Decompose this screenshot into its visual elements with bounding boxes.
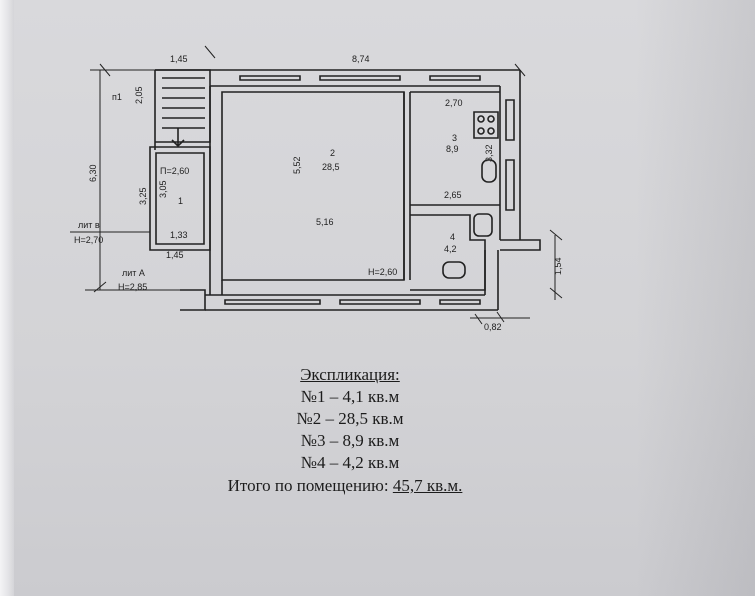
stove-burner — [477, 127, 485, 135]
dim-room2-height: 5,52 — [292, 156, 302, 174]
ceiling-room-2: Н=2,60 — [368, 267, 397, 277]
room-2-area: 28,5 — [322, 162, 340, 172]
legend-line: №2 – 28,5 кв.м — [296, 409, 404, 428]
stair-steps — [162, 77, 205, 129]
room-1-number: 1 — [178, 196, 183, 206]
ceiling-room-1: П=2,60 — [160, 166, 189, 176]
wall-right-lower — [484, 250, 499, 310]
room-2-number: 2 — [330, 148, 335, 158]
legend-title: Экспликация: — [300, 365, 400, 384]
dim-right-side: 1,54 — [553, 257, 563, 275]
bathroom-sink — [442, 261, 466, 279]
window-top — [239, 75, 481, 81]
stove — [473, 111, 499, 139]
room-2-inner-left — [209, 86, 223, 295]
dim-left-inner: 3,05 — [158, 180, 168, 198]
lit-a-height: Н=2,85 — [118, 282, 147, 292]
dim-room2-width: 5,16 — [316, 217, 334, 227]
dim-top-width: 8,74 — [352, 54, 370, 64]
room-4-area: 4,2 — [444, 244, 457, 254]
dim-line-bottom-right — [470, 311, 530, 325]
toilet — [473, 213, 493, 237]
legend-line: №1 – 4,1 кв.м — [300, 387, 400, 406]
lit-a-base — [180, 289, 206, 311]
room-3-walls — [410, 91, 500, 206]
dim-top-left: 1,45 — [170, 54, 188, 64]
lit-a-label: лит А — [122, 268, 145, 278]
room-2-walls — [221, 91, 405, 281]
window-bottom — [224, 299, 481, 305]
wall-between-2-3 — [403, 92, 411, 280]
legend-line: №4 – 4,2 кв.м — [300, 453, 400, 472]
room-3-area: 8,9 — [446, 144, 459, 154]
stair-block — [155, 69, 211, 143]
dim-room3-side: 3,32 — [484, 144, 494, 162]
stove-burner — [487, 115, 495, 123]
page-shadow — [635, 0, 755, 596]
dim-left-room: 3,25 — [138, 187, 148, 205]
dim-stair-height: 2,05 — [134, 86, 144, 104]
dim-bottom-left: 1,45 — [166, 250, 184, 260]
wall-right-step — [500, 239, 541, 251]
sink — [481, 159, 497, 183]
dim-room1-width: 1,33 — [170, 230, 188, 240]
window-right — [505, 99, 515, 211]
stove-burner — [487, 127, 495, 135]
lit-b-label: лит в — [78, 220, 100, 230]
dim-line-right — [549, 229, 563, 300]
dim-left-total: 6,30 — [88, 164, 98, 182]
dim-line-top — [90, 45, 526, 77]
explication-legend: Экспликация: №1 – 4,1 кв.м №2 – 28,5 кв.… — [200, 364, 500, 497]
stove-burner — [477, 115, 485, 123]
room-1-inner — [155, 152, 205, 245]
dim-room3-top: 2,70 — [445, 98, 463, 108]
room-4-number: 4 — [450, 232, 455, 242]
lit-b-height: Н=2,70 — [74, 235, 103, 245]
stair-arrow — [171, 128, 185, 148]
room-3-number: 3 — [452, 133, 457, 143]
room-4-walls — [410, 214, 486, 291]
legend-total: Итого по помещению: 45,7 кв.м. — [190, 475, 500, 497]
legend-line: №3 – 8,9 кв.м — [300, 431, 400, 450]
dim-bottom-right: 0,82 — [484, 322, 502, 332]
legend-total-value: 45,7 кв.м. — [392, 476, 463, 495]
stair-label: п1 — [112, 92, 122, 102]
page-edge — [0, 0, 14, 596]
legend-total-label: Итого по помещению: — [227, 476, 393, 495]
dim-room3-bottom: 2,65 — [444, 190, 462, 200]
